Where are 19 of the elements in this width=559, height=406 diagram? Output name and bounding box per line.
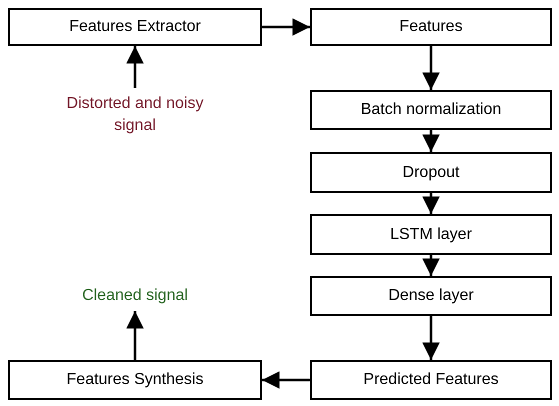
arrow	[126, 311, 144, 360]
process-box: Features Extractor	[8, 8, 262, 46]
process-box: LSTM layer	[310, 214, 552, 255]
arrow	[422, 193, 440, 214]
process-box: Dense layer	[310, 276, 552, 316]
arrow	[262, 371, 310, 389]
process-box: Features	[310, 8, 552, 46]
arrow	[422, 316, 440, 360]
signal-label: Cleaned signal	[65, 285, 205, 307]
arrow	[422, 255, 440, 276]
process-box: Predicted Features	[310, 360, 552, 400]
process-box: Batch normalization	[310, 90, 552, 130]
arrow	[422, 46, 440, 90]
signal-label: Distorted and noisy signal	[65, 92, 205, 138]
arrow	[126, 46, 144, 88]
arrow	[422, 130, 440, 152]
arrow	[262, 18, 310, 36]
process-box: Features Synthesis	[8, 360, 262, 400]
process-box: Dropout	[310, 152, 552, 193]
